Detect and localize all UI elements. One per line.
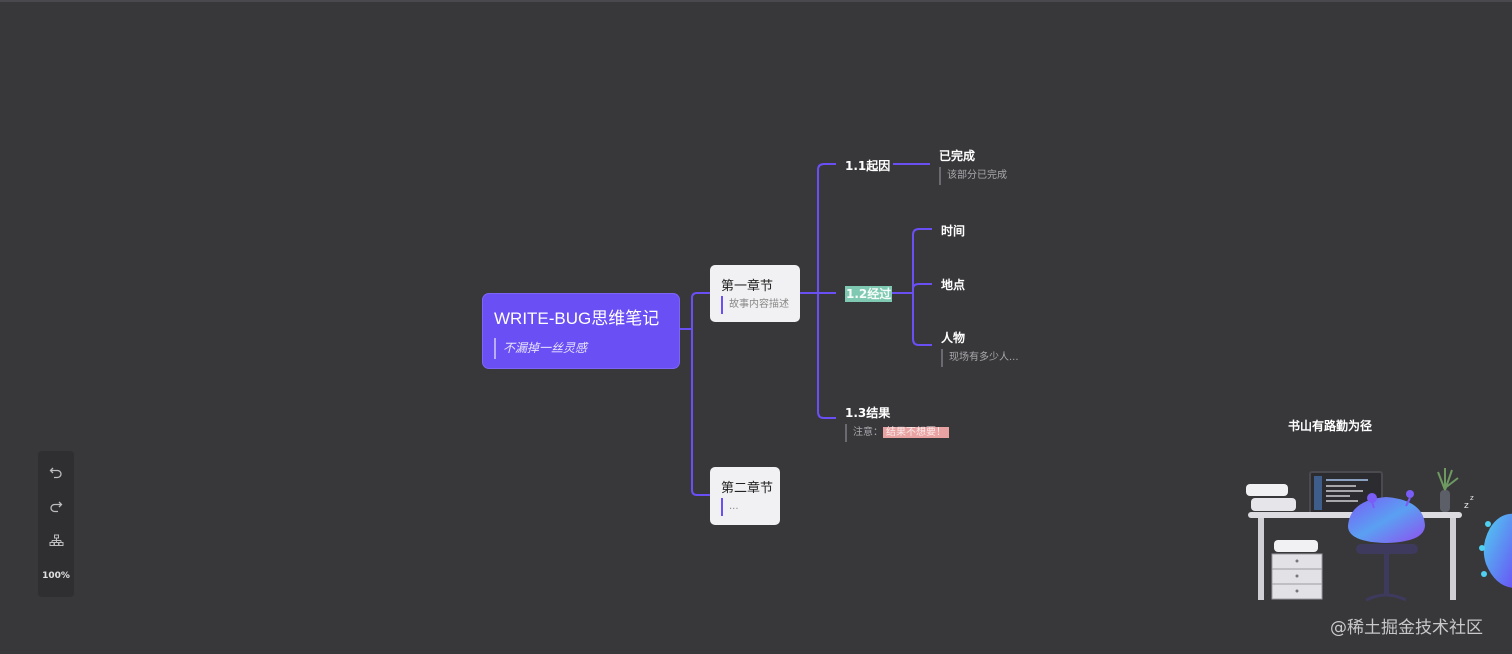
root-node[interactable]: WRITE-BUG思维笔记 不漏掉一丝灵感 [483, 294, 679, 368]
structure-icon [49, 534, 63, 546]
canvas-toolbar: 100% [38, 451, 74, 597]
redo-button[interactable] [46, 496, 66, 516]
chapter2-title: 第二章节 [721, 481, 774, 496]
chapter2-node[interactable]: 第二章节 ... [710, 467, 780, 525]
node-1-3[interactable]: 1.3结果 [845, 406, 891, 420]
node-place[interactable]: 地点 [941, 278, 966, 292]
svg-text:z: z [1464, 501, 1469, 511]
node-done[interactable]: 已完成 [939, 149, 976, 163]
undo-icon [49, 467, 62, 479]
node-1-3-note-prefix: 注意： [853, 427, 883, 438]
watermark: @稀土掘金技术社区 [1330, 618, 1483, 638]
root-note: 不漏掉一丝灵感 [494, 338, 587, 359]
motto-text: 书山有路勤为径 [1288, 419, 1373, 433]
desk-illustration: z z [1246, 468, 1512, 602]
root-title: WRITE-BUG思维笔记 [494, 309, 660, 328]
node-1-2[interactable]: 1.2经过 [845, 285, 893, 302]
redo-icon [50, 501, 63, 513]
node-1-3-note-highlight: 结果不想要！ [883, 427, 949, 438]
undo-button[interactable] [46, 462, 66, 482]
zoom-level[interactable]: 100% [42, 571, 70, 581]
svg-text:z: z [1470, 494, 1474, 502]
node-people[interactable]: 人物 [941, 331, 966, 345]
node-people-note: 现场有多少人... [941, 349, 1019, 367]
chapter1-note: 故事内容描述 [721, 296, 789, 314]
node-1-2-label: 1.2经过 [845, 286, 893, 302]
structure-button[interactable] [46, 531, 66, 551]
chapter2-note: ... [721, 498, 739, 516]
node-time[interactable]: 时间 [941, 224, 966, 238]
node-1-1[interactable]: 1.1起因 [845, 159, 891, 173]
node-done-note: 该部分已完成 [939, 167, 1007, 185]
chapter1-node[interactable]: 第一章节 故事内容描述 [710, 265, 800, 322]
chapter1-title: 第一章节 [721, 279, 774, 294]
node-1-3-note: 注意：结果不想要！ [845, 424, 949, 442]
